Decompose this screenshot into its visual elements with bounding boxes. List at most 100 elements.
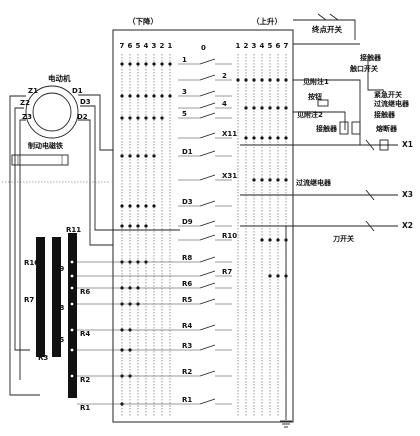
resistor-r7: R7 [24, 296, 34, 304]
contact-dot [120, 94, 124, 98]
position-zero: 0 [201, 44, 206, 52]
terminal-z3: Z3 [22, 113, 32, 121]
up-position-3: 3 [252, 42, 257, 50]
contact-dot [152, 94, 156, 98]
note2-label: 见附注2 [297, 110, 323, 119]
contact-dot [160, 116, 164, 120]
motor-outer-circle [25, 85, 79, 139]
contact-dot [284, 106, 288, 110]
up-position-6: 6 [276, 42, 281, 50]
motor-inner-circle [32, 92, 72, 132]
resistor-r10: R10 [24, 259, 39, 267]
phase-x2: X2 [402, 221, 413, 230]
brake-label: 制动电磁铁 [28, 141, 63, 150]
contact-dot [168, 62, 172, 66]
resistor-tap-node [70, 328, 74, 332]
contact-dot [128, 224, 132, 228]
contact-dot [128, 154, 132, 158]
contact-dot [144, 62, 148, 66]
contact-dot [268, 78, 272, 82]
row-label-d9: D9 [182, 218, 193, 226]
contact-dot [252, 106, 256, 110]
contact-dot [128, 116, 132, 120]
button-label: 按钮 [308, 92, 322, 101]
knife-blade-2 [365, 189, 375, 201]
up-position-2: 2 [244, 42, 249, 50]
contact-dot [128, 62, 132, 66]
row-label-x11: X11 [222, 130, 237, 138]
contact-dot [252, 136, 256, 140]
contact-dot [244, 78, 248, 82]
limit-switch-top-wire [293, 19, 356, 40]
contact-switch [199, 150, 216, 157]
resistor-label-r4: R4 [80, 330, 90, 338]
contact-dot [284, 178, 288, 182]
emergency-switch-label: 紧急开关 [374, 90, 402, 99]
contact-dot [244, 136, 248, 140]
overcurrent-relay-main-label: 过流继电器 [296, 178, 332, 187]
contact-switch [199, 256, 216, 263]
motor-title: 电动机 [48, 73, 71, 83]
resistor-label-r2: R2 [80, 376, 90, 384]
position-dash-columns [121, 54, 287, 416]
motor: 电动机 Z1 Z2 Z3 D1 D3 D2 制动电磁铁 [2, 73, 180, 396]
contact-dot [152, 154, 156, 158]
down-position-7: 7 [120, 42, 125, 50]
contact-dot [120, 154, 124, 158]
row-label-d3: D3 [182, 198, 193, 206]
resistor-r8-left: R8 [54, 304, 64, 312]
contact-dot [268, 178, 272, 182]
overcurrent-relay-label: 过流继电器 [374, 99, 410, 108]
contact-dot [260, 238, 264, 242]
contact-switch [199, 90, 216, 97]
contact-dot [268, 274, 272, 278]
contact-switch [199, 74, 216, 81]
resistor-tap-node [70, 348, 74, 352]
terminal-z2: Z2 [20, 99, 30, 107]
contact-dot [276, 78, 280, 82]
contact-dot [276, 274, 280, 278]
knife-blade-1 [365, 139, 375, 151]
contact-dot [136, 116, 140, 120]
contact-switch [199, 112, 216, 119]
contact-dot [284, 78, 288, 82]
lead-d1 [78, 94, 113, 151]
lead-z3 [19, 119, 26, 380]
row-label-5: 5 [182, 110, 187, 118]
contact-dot [276, 238, 280, 242]
lead-z2 [14, 107, 30, 351]
contact-dot [120, 62, 124, 66]
contact-dot [260, 78, 264, 82]
contact-dot [268, 106, 272, 110]
row-label-r3: R3 [182, 342, 192, 350]
contact-dot [120, 116, 124, 120]
contact-dot [260, 178, 264, 182]
contact-switch [199, 174, 216, 181]
limit-switch-label: 终点开关 [311, 24, 342, 34]
button-symbol [317, 99, 329, 107]
phase-x3: X3 [402, 190, 413, 199]
resistor-tap-node [70, 402, 74, 406]
resistor-tap-node [70, 274, 74, 278]
brake-magnet [11, 154, 69, 166]
phase-x1: X1 [402, 140, 413, 149]
contact-switch [199, 234, 216, 241]
contact-switch [199, 370, 216, 377]
contactor-top-label: 接触器 [360, 53, 382, 62]
row-label-r10: R10 [222, 232, 237, 240]
contactor-label: 接触器 [374, 110, 396, 119]
contact-dot [268, 136, 272, 140]
row-label-d1: D1 [182, 148, 193, 156]
contact-dot [152, 204, 156, 208]
contact-dot [160, 62, 164, 66]
contact-dot [144, 154, 148, 158]
up-position-4: 4 [260, 42, 265, 50]
resistor-tap-node [70, 374, 74, 378]
terminal-d2: D2 [77, 113, 88, 121]
contact-switch [199, 58, 216, 65]
contact-dot [136, 224, 140, 228]
row-label-4: 4 [222, 100, 227, 108]
